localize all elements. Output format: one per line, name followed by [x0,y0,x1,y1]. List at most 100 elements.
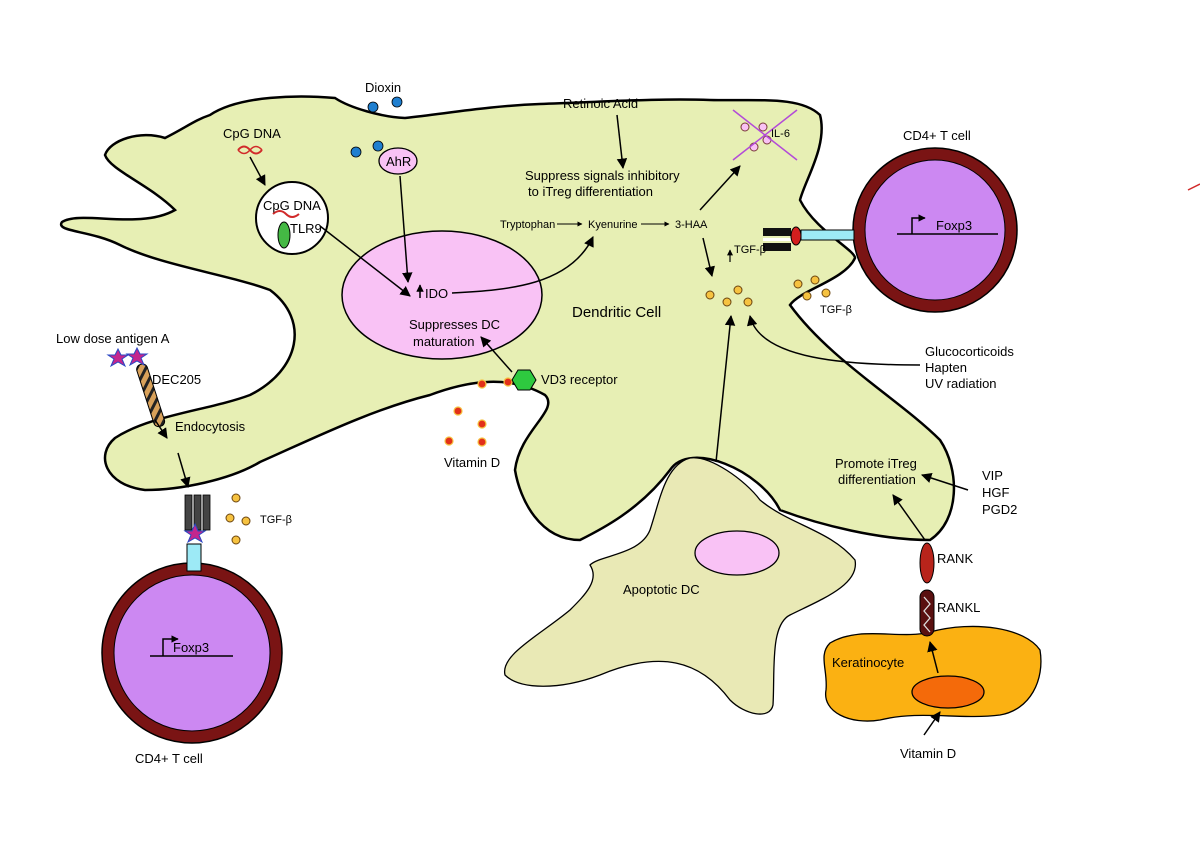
arrow-ido-to-kyenurine [451,236,594,294]
arrow-vd3-to-nucleus [480,336,513,373]
il6-molecule [758,122,768,132]
tgf-beta-dot [722,297,732,307]
label-dendritic-cell: Dendritic Cell [572,304,661,321]
foxp3-bottom-promoter-arrow [162,635,179,656]
label-keratinocyte: Keratinocyte [832,655,904,670]
arrow-endocytosis-1 [154,419,168,439]
label-pgd2: PGD2 [982,502,1017,517]
arrow-tlr9-to-ido [319,225,411,297]
cd4-t-cell-top-body [864,159,1006,301]
label-vd3-receptor: VD3 receptor [541,372,618,387]
label-promote-itreg-2: differentiation [838,472,916,487]
arrow-3haa-to-il6 [699,165,741,211]
red-edge-mark [1187,183,1200,191]
ahr-receptor [378,147,418,175]
arrow-apoptotic-to-tgf [715,314,736,463]
dioxin-dot [391,96,403,108]
label-tlr9: TLR9 [290,221,322,236]
vitamin-d-dot [444,436,454,446]
dec205-receptor [136,363,166,428]
label-apoptotic-dc: Apoptotic DC [623,582,700,597]
label-dioxin: Dioxin [365,80,401,95]
cpg-dna-strand-outside-2 [237,145,263,155]
arrow-rank-to-promote [892,494,926,541]
tgf-beta-dot [810,275,820,285]
tgf-beta-dot [793,279,803,289]
cd4-t-cell-bottom-body [113,574,271,732]
arrow-vip-to-promote [921,472,969,491]
dioxin-dot [372,140,384,152]
label-il6: IL-6 [771,128,790,140]
label-promote-itreg-1: Promote iTreg [835,456,917,471]
cpg-dna-strand-inside [272,210,300,218]
tgf-beta-dot [821,288,831,298]
label-cd4-t-cell-bottom: CD4+ T cell [135,751,203,766]
antigen-star-receptor [183,522,207,544]
label-3haa: 3-HAA [675,219,708,231]
vitamin-d-dot [453,406,463,416]
tgf-beta-dot [733,285,743,295]
tgf-beta-dot [802,291,812,301]
arrow-3haa-to-tgf [702,237,715,278]
tgf-beta-dot [225,513,235,523]
label-tgf-beta-left: TGF-β [260,514,292,526]
label-retinoic-acid: Retinoic Acid [563,96,638,111]
label-foxp3-bottom: Foxp3 [173,640,209,655]
dioxin-dot [367,101,379,113]
rankl-zigzag [923,596,931,633]
arrow-cpg-to-endosome [249,156,266,186]
rank-receptor [919,542,935,584]
label-suppresses-dc-1: Suppresses DC [409,317,500,332]
il6-molecule [740,122,750,132]
arrow-retinoic-acid [616,114,628,170]
il6-cross [732,109,798,161]
label-suppress-signals-1: Suppress signals inhibitory [525,168,680,183]
label-glucocorticoids: Glucocorticoids [925,344,1014,359]
tgf-beta-dot [743,297,753,307]
label-tgf-beta-inner: TGF-β [734,244,766,256]
label-hapten: Hapten [925,360,967,375]
vd3-receptor-hexagon [511,369,537,391]
arrow-vitamin-d-to-keratinocyte [923,711,941,736]
label-foxp3-top: Foxp3 [936,218,972,233]
foxp3-top-promoter-arrow [911,214,926,234]
tgf-beta-dot [705,290,715,300]
tgf-beta-dot [231,535,241,545]
receptor-complex-top [763,226,855,251]
label-tgf-beta-right: TGF-β [820,304,852,316]
receptor-complex-bottom [184,494,211,572]
arrow-keratinocyte-to-rankl [927,640,939,674]
antigen-star-1 [106,347,130,368]
label-kyenurine: Kyenurine [588,219,638,231]
label-ido: IDO [425,286,448,301]
label-rank: RANK [937,551,973,566]
label-hgf: HGF [982,485,1010,500]
apoptotic-dc-nucleus [694,530,780,576]
label-rankl: RANKL [937,600,980,615]
vitamin-d-dot [503,377,513,387]
arrow-ahr-to-ido [399,175,413,284]
label-suppresses-dc-2: maturation [413,334,474,349]
arrow-endocytosis-2 [177,452,191,489]
label-endocytosis: Endocytosis [175,419,246,434]
label-vitamin-d-bottom: Vitamin D [900,746,956,761]
antigen-star-2 [125,346,149,367]
label-vitamin-d-center: Vitamin D [444,455,500,470]
label-cpg-dna-inside: CpG DNA [263,198,321,213]
vitamin-d-dot [477,419,487,429]
tlr9-receptor [277,221,291,249]
label-uv-radiation: UV radiation [925,376,997,391]
label-suppress-signals-2: to iTreg differentiation [528,184,653,199]
arrow-glucocorticoids-to-tgf [746,314,921,366]
vitamin-d-dot [477,437,487,447]
tgf-beta-dot [241,516,251,526]
dc-nucleus [341,230,543,360]
rankl-ligand [919,589,935,637]
label-cpg-dna-outside: CpG DNA [223,126,281,141]
label-vip: VIP [982,468,1003,483]
label-cd4-t-cell-top: CD4+ T cell [903,128,971,143]
keratinocyte-nucleus [911,675,985,709]
label-low-dose-antigen: Low dose antigen A [56,331,170,346]
label-tryptophan: Tryptophan [500,219,555,231]
